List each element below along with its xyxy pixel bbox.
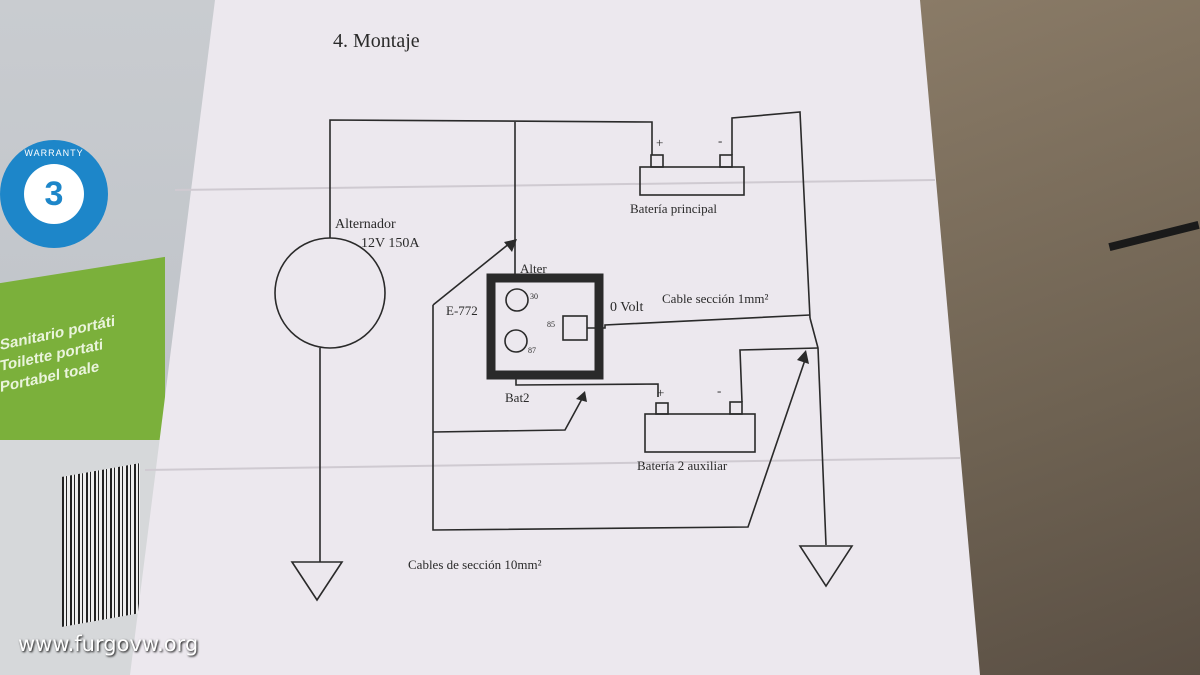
relay-alter-label: Alter	[520, 261, 547, 276]
main-battery-minus: -	[718, 133, 723, 148]
relay-terminal-87	[504, 329, 528, 353]
aux-battery-symbol	[644, 413, 756, 453]
alternator-label: Alternador	[335, 217, 396, 232]
zero-volt-label: 0 Volt	[610, 300, 644, 315]
alternator-rating-label: 12V 150A	[361, 236, 420, 251]
wire-thick-cable-mid	[432, 396, 584, 433]
warranty-number: 3	[24, 164, 84, 224]
main-battery-negative-terminal	[719, 154, 733, 168]
paper-fold-upper	[174, 179, 936, 191]
paper-sheet	[130, 0, 980, 675]
relay-model-label: E-772	[446, 303, 478, 318]
arrowhead-right	[797, 350, 809, 364]
wire-aux-battery-negative	[739, 347, 819, 403]
relay-e772-box	[486, 273, 604, 380]
aux-battery-negative-terminal	[729, 401, 743, 415]
ground-symbol-right	[798, 545, 854, 588]
main-battery-label: Batería principal	[630, 201, 717, 216]
relay-bat2-label: Bat2	[505, 390, 530, 405]
thick-cable-label: Cables de sección 10mm²	[408, 557, 542, 572]
page-heading: 4. Montaje	[333, 30, 420, 52]
wire-thick-cable-upper	[432, 242, 511, 306]
arrowhead-upper	[504, 239, 517, 252]
wire-main-battery-negative	[731, 111, 811, 319]
watermark-text: www.furgovw.org	[18, 632, 199, 656]
thin-cable-label: Cable sección 1mm²	[662, 291, 769, 306]
wire-alternator-positive	[329, 119, 653, 238]
warranty-word: WARRANTY	[24, 148, 84, 158]
aux-battery-positive-terminal	[655, 402, 669, 415]
main-battery-symbol	[639, 166, 745, 196]
main-battery-plus: +	[656, 135, 664, 150]
wire-zero-volt	[587, 314, 811, 329]
terminal-30-label: 30	[530, 292, 538, 301]
terminal-87-label: 87	[528, 346, 536, 355]
relay-terminal-30	[505, 288, 529, 312]
paper-fold-lower	[144, 457, 961, 471]
terminal-85-label: 85	[547, 320, 555, 329]
main-battery-positive-terminal	[650, 154, 664, 168]
aux-battery-plus: +	[657, 385, 665, 400]
ground-symbol-left	[290, 561, 344, 602]
wire-thick-cable-right	[432, 305, 806, 531]
wire-relay-to-aux-battery	[515, 375, 659, 397]
warranty-seal-icon: WARRANTY 3	[0, 140, 108, 248]
aux-battery-minus: -	[717, 383, 722, 398]
arrowhead-mid	[576, 391, 587, 402]
aux-battery-label: Batería 2 auxiliar	[637, 458, 728, 473]
